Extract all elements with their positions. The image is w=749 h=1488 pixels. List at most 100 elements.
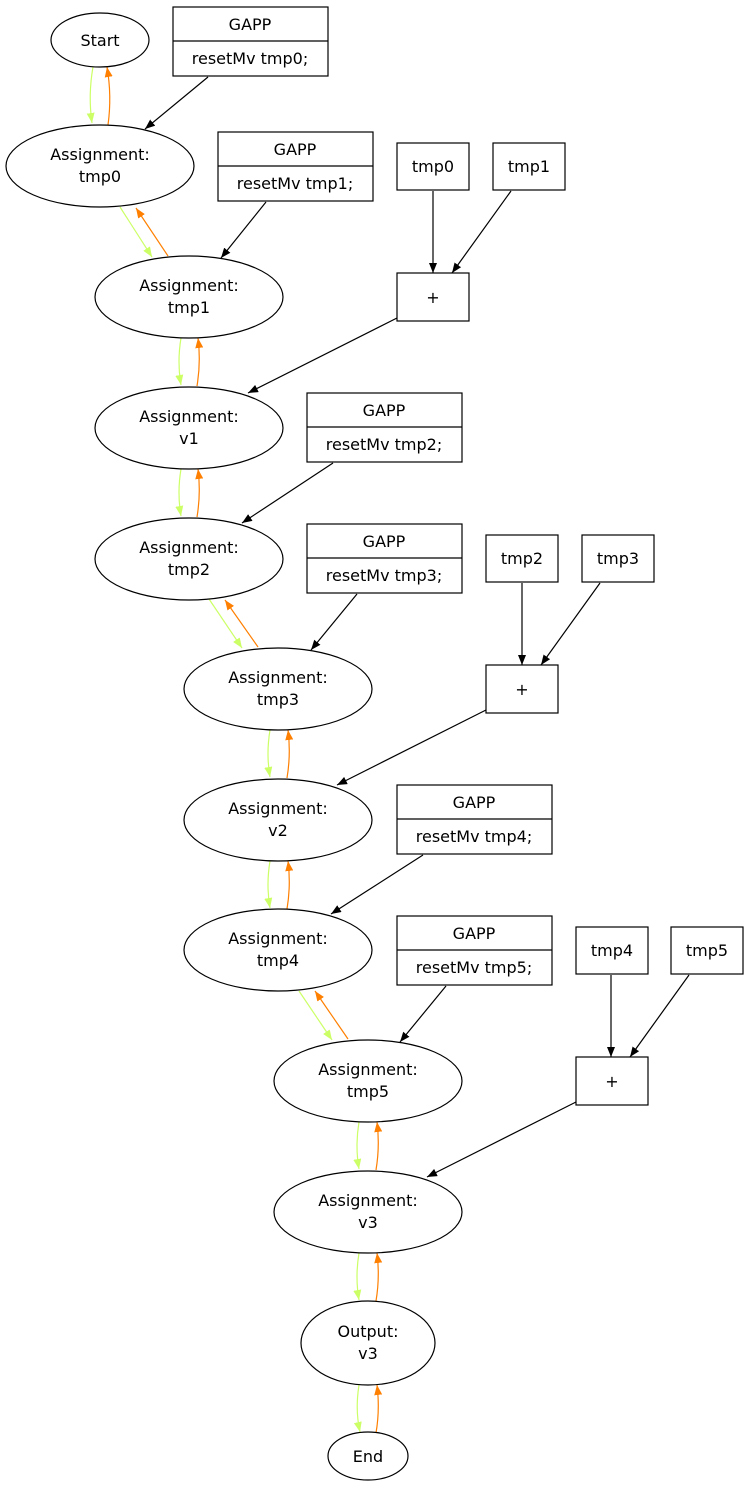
gapp-box: GAPP resetMv tmp3;	[306, 523, 463, 594]
operand-label: tmp3	[597, 549, 639, 568]
node-label: tmp1	[168, 298, 210, 317]
node-label: tmp0	[79, 167, 121, 186]
gapp-edge	[241, 462, 334, 524]
node-label: tmp2	[168, 560, 210, 579]
operand-box: tmp2	[485, 534, 559, 583]
operand-box: tmp4	[575, 926, 649, 975]
operand-label: tmp1	[508, 157, 550, 176]
control-edge-backward	[224, 599, 259, 648]
node-assignment-v3: Assignment: v3	[273, 1170, 463, 1254]
gapp-edge	[310, 593, 358, 651]
plus-label: +	[515, 680, 528, 699]
node-label: Assignment:	[318, 1060, 418, 1079]
gapp-box: GAPP resetMv tmp2;	[306, 392, 463, 463]
gapp-title: GAPP	[229, 15, 272, 34]
control-flow-edges	[86, 66, 383, 1434]
node-assignment-tmp1: Assignment: tmp1	[94, 255, 284, 339]
control-edge-backward	[285, 860, 294, 910]
plus-label: +	[426, 288, 439, 307]
plus-box: +	[575, 1056, 649, 1106]
gapp-title: GAPP	[453, 924, 496, 943]
node-assignment-tmp4: Assignment: tmp4	[183, 908, 373, 992]
node-label: Output:	[338, 1322, 399, 1341]
control-edge-backward	[135, 207, 169, 257]
gapp-code: resetMv tmp0;	[192, 49, 308, 68]
node-label: v2	[268, 821, 288, 840]
plus-label: +	[605, 1072, 618, 1091]
node-label: End	[353, 1447, 383, 1466]
plus-box: +	[485, 664, 559, 714]
gapp-code: resetMv tmp4;	[416, 827, 532, 846]
plus-box: +	[396, 272, 470, 322]
node-label: tmp4	[257, 951, 299, 970]
node-label: Assignment:	[228, 929, 328, 948]
gapp-code: resetMv tmp1;	[237, 174, 353, 193]
control-edge-backward	[374, 1121, 383, 1171]
gapp-code: resetMv tmp2;	[326, 435, 442, 454]
plus-edge	[336, 709, 487, 786]
operand-label: tmp0	[412, 157, 454, 176]
control-edge-backward	[195, 468, 204, 518]
node-label: Assignment:	[139, 276, 239, 295]
node-end: End	[327, 1431, 409, 1481]
node-label: Start	[80, 31, 119, 50]
control-edge-backward	[374, 1384, 383, 1434]
gapp-box: GAPP resetMv tmp1;	[217, 131, 374, 202]
control-edge-backward	[285, 729, 294, 779]
operand-label: tmp2	[501, 549, 543, 568]
node-label: tmp3	[257, 690, 299, 709]
node-output-v3: Output: v3	[300, 1300, 436, 1386]
node-label: Assignment:	[139, 538, 239, 557]
control-edge-backward	[374, 1252, 383, 1302]
gapp-edge	[330, 854, 424, 915]
node-label: Assignment:	[228, 668, 328, 687]
node-assignment-tmp0: Assignment: tmp0	[5, 124, 195, 208]
control-edge-forward	[119, 206, 153, 258]
gapp-edge	[220, 201, 267, 259]
gapp-title: GAPP	[363, 401, 406, 420]
node-assignment-tmp2: Assignment: tmp2	[94, 517, 284, 601]
gapp-title: GAPP	[274, 140, 317, 159]
control-edge-forward	[353, 1384, 362, 1433]
control-edge-forward	[353, 1121, 362, 1170]
node-assignment-tmp3: Assignment: tmp3	[183, 647, 373, 731]
gapp-title: GAPP	[453, 793, 496, 812]
control-edge-forward	[264, 860, 273, 909]
gapp-title: GAPP	[363, 532, 406, 551]
control-edge-forward	[208, 598, 243, 649]
node-label: Assignment:	[228, 799, 328, 818]
control-edge-backward	[195, 337, 204, 387]
operand-label: tmp4	[591, 941, 633, 960]
operand-box: tmp5	[670, 926, 744, 975]
node-label: tmp5	[347, 1082, 389, 1101]
control-edge-forward	[353, 1252, 362, 1301]
gapp-code: resetMv tmp5;	[416, 958, 532, 977]
gapp-edge	[399, 985, 447, 1043]
node-label: v3	[358, 1344, 378, 1363]
control-edge-forward	[298, 990, 333, 1041]
node-label: Assignment:	[318, 1191, 418, 1210]
gapp-box: GAPP resetMv tmp4;	[396, 784, 553, 855]
node-assignment-v2: Assignment: v2	[183, 778, 373, 862]
control-edge-forward	[175, 468, 184, 517]
gapp-box: GAPP resetMv tmp5;	[396, 915, 553, 986]
node-label: v3	[358, 1213, 378, 1232]
node-label: Assignment:	[139, 407, 239, 426]
operand-edge	[540, 582, 601, 666]
control-edge-forward	[86, 66, 95, 124]
operand-box: tmp1	[492, 142, 566, 191]
plus-edge	[426, 1101, 577, 1178]
gapp-edge	[144, 76, 209, 130]
gapp-code: resetMv tmp3;	[326, 566, 442, 585]
operand-edge	[629, 974, 690, 1058]
node-label: Assignment:	[50, 145, 150, 164]
control-edge-backward	[104, 66, 113, 126]
operand-edge	[451, 190, 512, 274]
control-edge-forward	[175, 337, 184, 386]
operand-box: tmp3	[581, 534, 655, 583]
node-assignment-tmp5: Assignment: tmp5	[273, 1039, 463, 1123]
operand-box: tmp0	[396, 142, 470, 191]
control-edge-forward	[264, 729, 273, 778]
control-edge-backward	[314, 990, 349, 1040]
